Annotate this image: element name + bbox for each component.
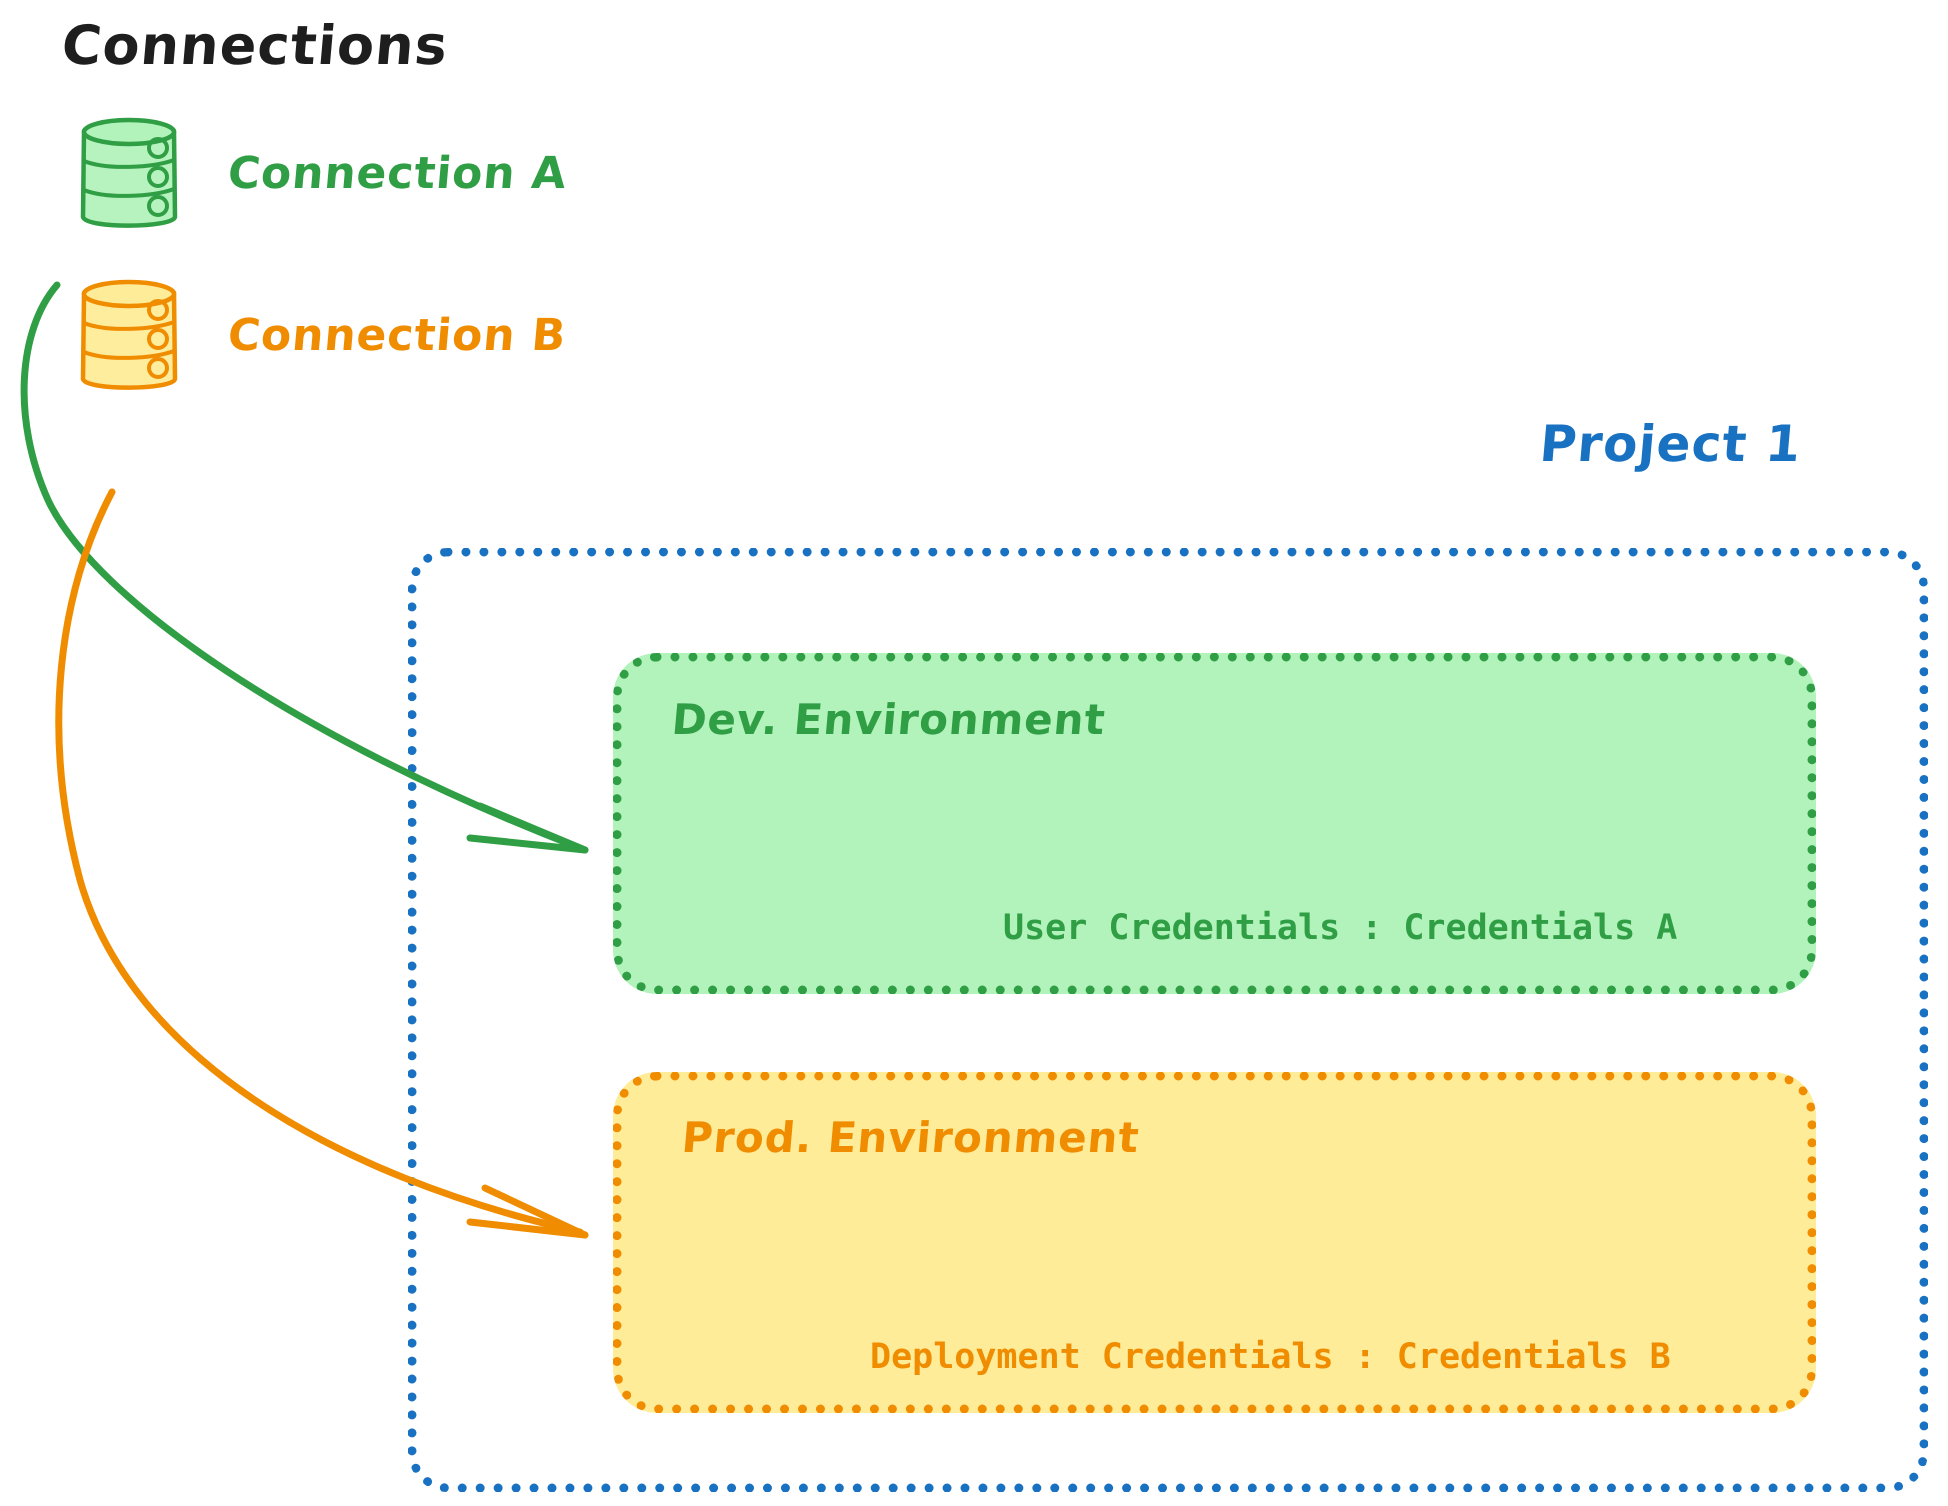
prod-environment-box[interactable] <box>613 1072 1816 1413</box>
connection-b-label: Connection B <box>225 310 569 361</box>
dev-environment-title: Dev. Environment <box>669 695 1108 744</box>
connection-a-label: Connection A <box>225 148 569 199</box>
prod-environment-title: Prod. Environment <box>679 1113 1142 1162</box>
database-cylinder-icon-connection-a[interactable] <box>70 110 190 240</box>
page-title: Connections <box>59 14 451 77</box>
prod-environment-credentials: Deployment Credentials : Credentials B <box>870 1337 1671 1377</box>
dev-environment-credentials: User Credentials : Credentials A <box>1003 908 1678 948</box>
project-label: Project 1 <box>1537 415 1804 473</box>
dev-environment-box[interactable] <box>613 653 1816 994</box>
database-cylinder-icon-connection-b[interactable] <box>70 272 190 402</box>
